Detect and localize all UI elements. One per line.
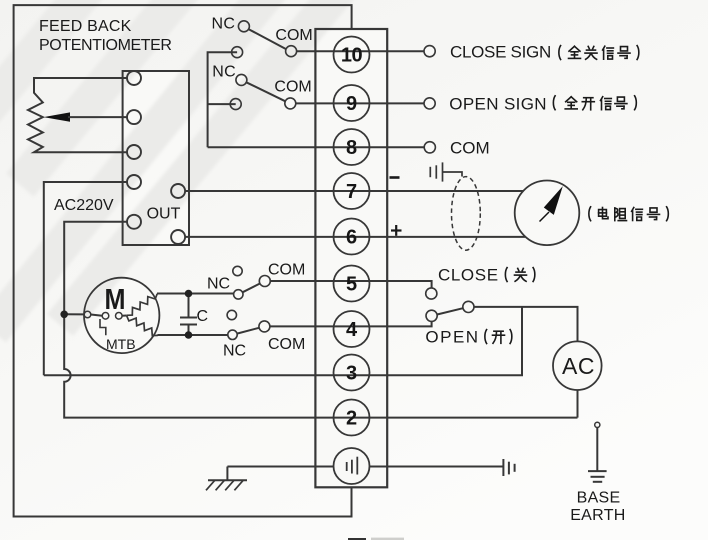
svg-text:COM: COM (275, 27, 312, 44)
svg-text:C: C (197, 308, 209, 325)
svg-text:7: 7 (346, 181, 357, 203)
svg-text:AC: AC (562, 353, 595, 379)
svg-text:NC: NC (212, 64, 236, 81)
svg-text:2: 2 (346, 408, 357, 430)
svg-text:COM: COM (268, 336, 305, 353)
svg-text:6: 6 (346, 227, 357, 249)
svg-text:COM: COM (268, 261, 305, 278)
svg-text:FEED BACK: FEED BACK (39, 18, 132, 35)
svg-text:4: 4 (346, 319, 358, 341)
svg-text:NC: NC (212, 16, 236, 33)
svg-text:COM: COM (450, 138, 490, 157)
svg-text:M: M (105, 284, 126, 316)
svg-text:NC: NC (207, 275, 230, 292)
svg-text:COM: COM (274, 79, 311, 96)
svg-text:POTENTIOMETER: POTENTIOMETER (39, 37, 172, 54)
svg-text:AC220V: AC220V (54, 197, 114, 214)
svg-text:8: 8 (346, 137, 357, 159)
svg-text:3: 3 (346, 363, 357, 385)
svg-text:CLOSE SIGN: CLOSE SIGN (450, 42, 551, 61)
svg-text:NC: NC (223, 342, 246, 359)
svg-text:MTB: MTB (106, 336, 136, 352)
svg-text:OPEN: OPEN (425, 328, 479, 347)
svg-text:BASE: BASE (577, 490, 621, 507)
svg-text:10: 10 (341, 45, 363, 67)
svg-text:OPEN SIGN: OPEN SIGN (449, 94, 547, 113)
svg-text:OUT: OUT (147, 205, 181, 222)
svg-text:CLOSE: CLOSE (438, 265, 499, 284)
svg-text:EARTH: EARTH (570, 507, 625, 524)
svg-text:9: 9 (346, 93, 357, 115)
svg-text:5: 5 (346, 274, 357, 296)
